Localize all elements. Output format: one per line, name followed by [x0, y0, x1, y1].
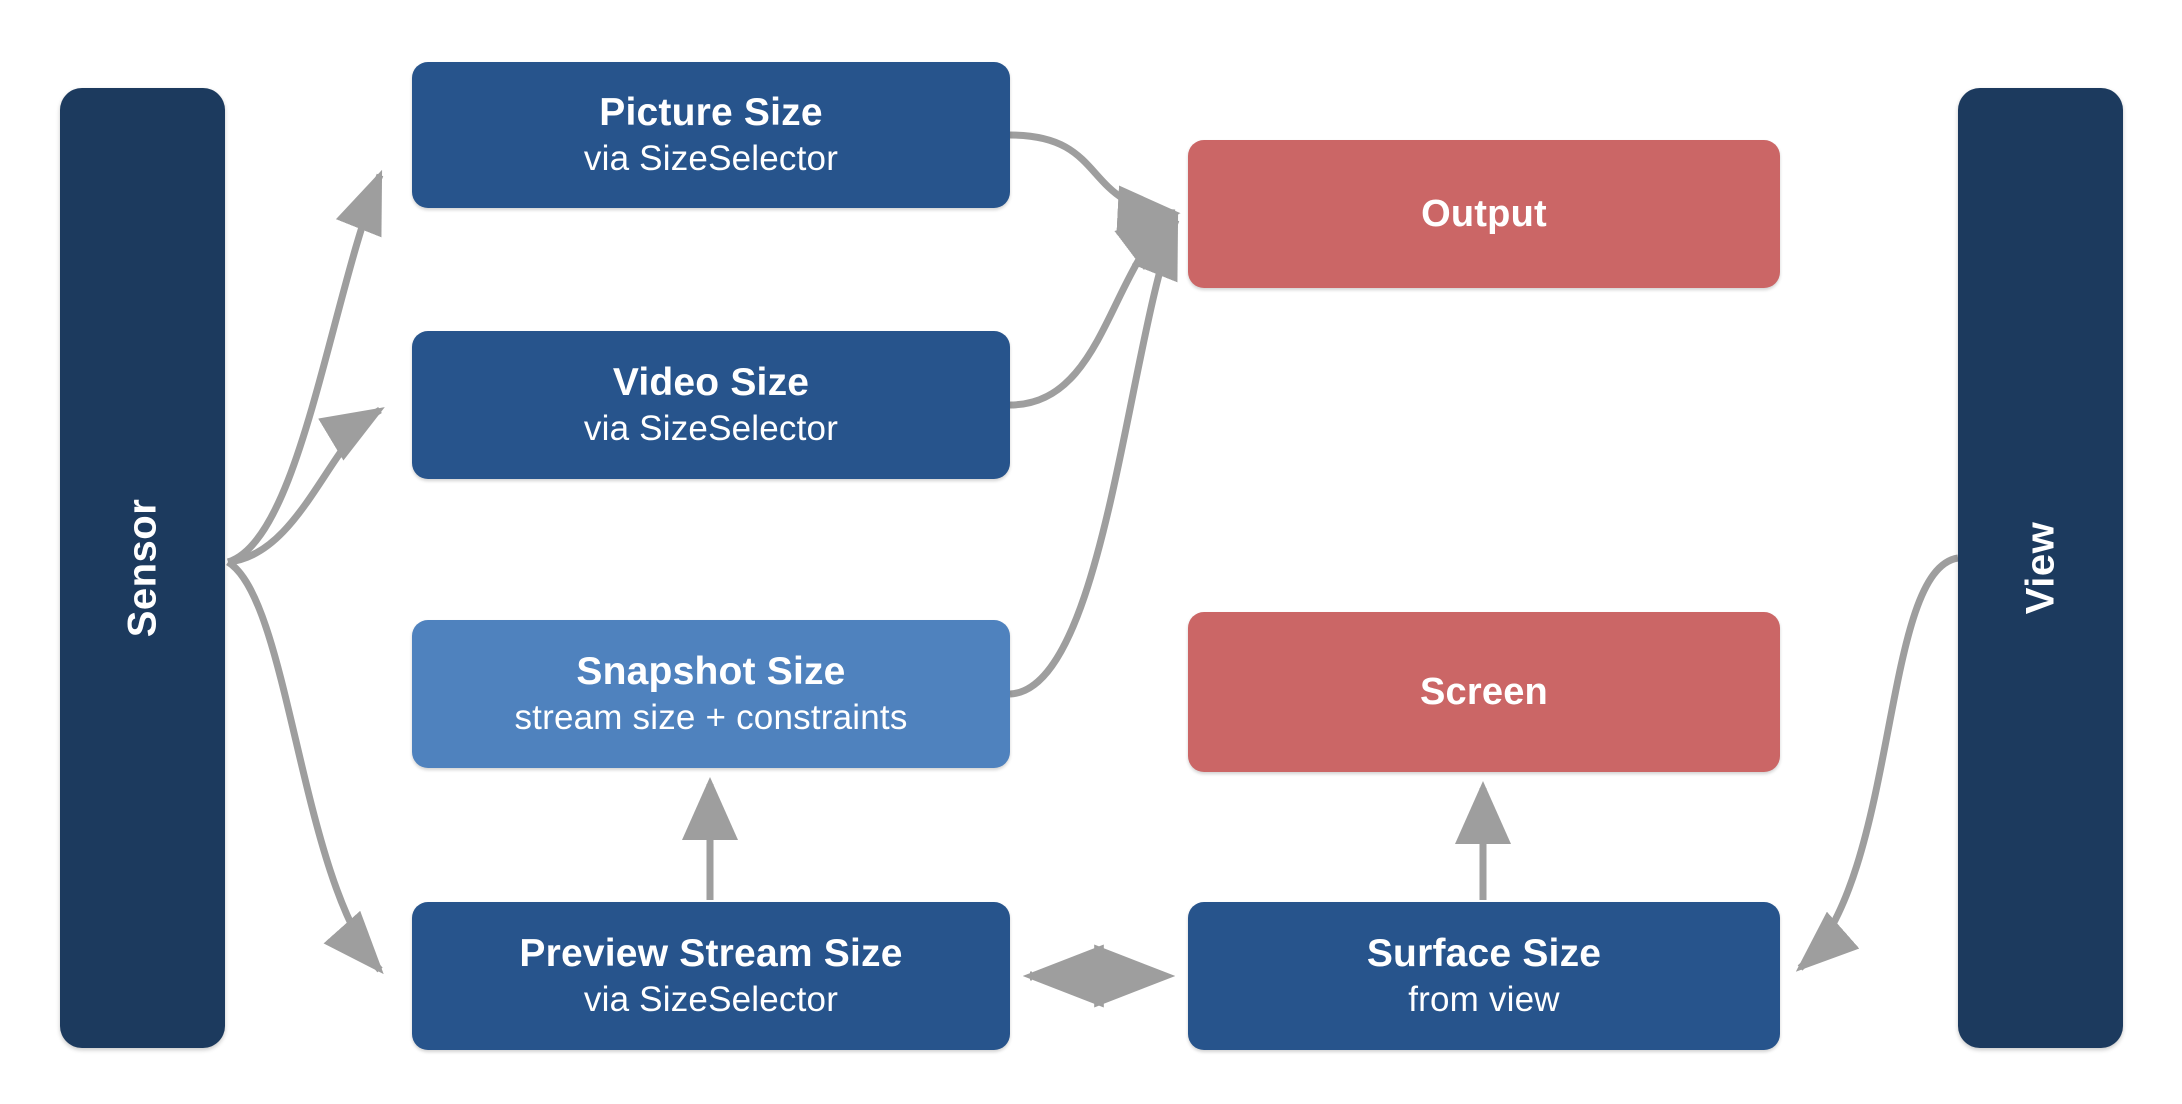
node-surface-size-title: Surface Size: [1366, 931, 1602, 975]
node-snapshot-size[interactable]: Snapshot Size stream size + constraints: [412, 620, 1010, 768]
edge-view-to-surface: [1795, 554, 1959, 972]
edge-sensor-to-video: [227, 407, 385, 566]
node-output[interactable]: Output: [1188, 140, 1780, 288]
node-preview-stream-size-title: Preview Stream Size: [519, 931, 903, 975]
node-preview-stream-size[interactable]: Preview Stream Size via SizeSelector: [412, 902, 1010, 1050]
lane-sensor-label: Sensor: [120, 498, 164, 638]
node-screen-title: Screen: [1420, 670, 1548, 713]
node-output-title: Output: [1421, 192, 1547, 235]
node-video-size[interactable]: Video Size via SizeSelector: [412, 331, 1010, 479]
node-picture-size-title: Picture Size: [599, 90, 823, 134]
node-preview-stream-size-subtitle: via SizeSelector: [583, 980, 839, 1020]
node-screen[interactable]: Screen: [1188, 612, 1780, 772]
edge-sensor-to-picture: [226, 169, 384, 566]
node-video-size-subtitle: via SizeSelector: [583, 409, 839, 449]
lane-view[interactable]: View: [1958, 88, 2123, 1048]
node-surface-size-subtitle: from view: [1408, 980, 1560, 1020]
edge-snapshot-to-output: [1009, 214, 1180, 698]
node-picture-size-subtitle: via SizeSelector: [583, 139, 839, 179]
lane-view-label: View: [2018, 521, 2062, 615]
node-video-size-title: Video Size: [612, 360, 810, 404]
node-snapshot-size-subtitle: stream size + constraints: [514, 698, 908, 738]
edge-sensor-to-preview: [225, 559, 384, 975]
node-surface-size[interactable]: Surface Size from view: [1188, 902, 1780, 1050]
node-picture-size[interactable]: Picture Size via SizeSelector: [412, 62, 1010, 208]
edge-picture-to-output: [1009, 131, 1181, 235]
lane-sensor[interactable]: Sensor: [60, 88, 225, 1048]
edge-video-to-output: [1009, 212, 1180, 409]
node-snapshot-size-title: Snapshot Size: [576, 649, 846, 693]
